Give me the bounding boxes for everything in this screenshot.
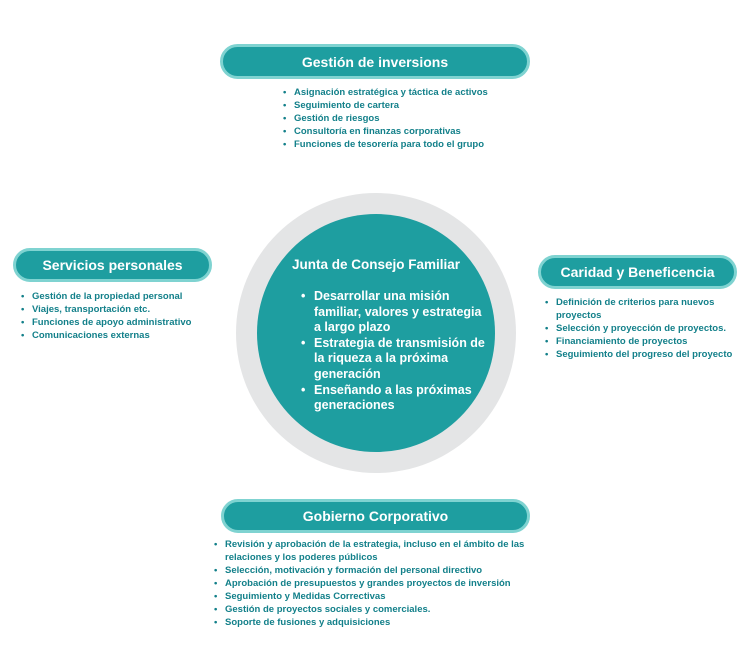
list-item: Consultoría en finanzas corporativas [283,125,554,138]
list-gestion-inversions: Asignación estratégica y táctica de acti… [280,86,554,151]
list-item: Seguimiento y Medidas Correctivas [214,590,560,603]
list-item: Selección, motivación y formación del pe… [214,564,560,577]
list-item: Gestión de riesgos [283,112,554,125]
list-item: Soporte de fusiones y adquisiciones [214,616,560,629]
center-list-item: Enseñando a las próximas generaciones [301,383,489,414]
pill-gestion-inversions: Gestión de inversions [220,44,530,79]
pill-servicios-personales: Servicios personales [13,248,212,282]
list-item: Aprobación de presupuestos y grandes pro… [214,577,560,590]
center-list-item: Estrategia de transmisión de la riqueza … [301,336,489,383]
list-item: Selección y proyección de proyectos. [545,322,741,335]
list-item: Comunicaciones externas [21,329,232,342]
pill-title: Servicios personales [42,257,183,273]
pill-caridad-beneficencia: Caridad y Beneficencia [538,255,737,289]
list-servicios-personales: Gestión de la propiedad personal Viajes,… [18,290,232,342]
list-item: Revisión y aprobación de la estrategia, … [214,538,560,564]
list-item: Seguimiento de cartera [283,99,554,112]
list-item: Financiamiento de proyectos [545,335,741,348]
center-list: Desarrollar una misión familiar, valores… [300,289,489,414]
pill-title: Gestión de inversions [301,53,449,70]
list-item: Gestión de la propiedad personal [21,290,232,303]
list-item: Definición de criterios para nuevos proy… [545,296,741,322]
list-item: Funciones de tesorería para todo el grup… [283,138,554,151]
list-item: Asignación estratégica y táctica de acti… [283,86,554,99]
list-caridad-beneficencia: Definición de criterios para nuevos proy… [542,296,741,361]
center-title: Junta de Consejo Familiar [291,257,461,272]
list-item: Viajes, transportación etc. [21,303,232,316]
pill-title: Caridad y Beneficencia [560,264,715,280]
list-gobierno-corporativo: Revisión y aprobación de la estrategia, … [211,538,560,629]
pill-title: Gobierno Corporativo [302,508,449,524]
list-item: Gestión de proyectos sociales y comercia… [214,603,560,616]
list-item: Funciones de apoyo administrativo [21,316,232,329]
list-item: Seguimiento del progreso del proyecto [545,348,741,361]
pill-gobierno-corporativo: Gobierno Corporativo [221,499,530,533]
center-list-item: Desarrollar una misión familiar, valores… [301,289,489,336]
